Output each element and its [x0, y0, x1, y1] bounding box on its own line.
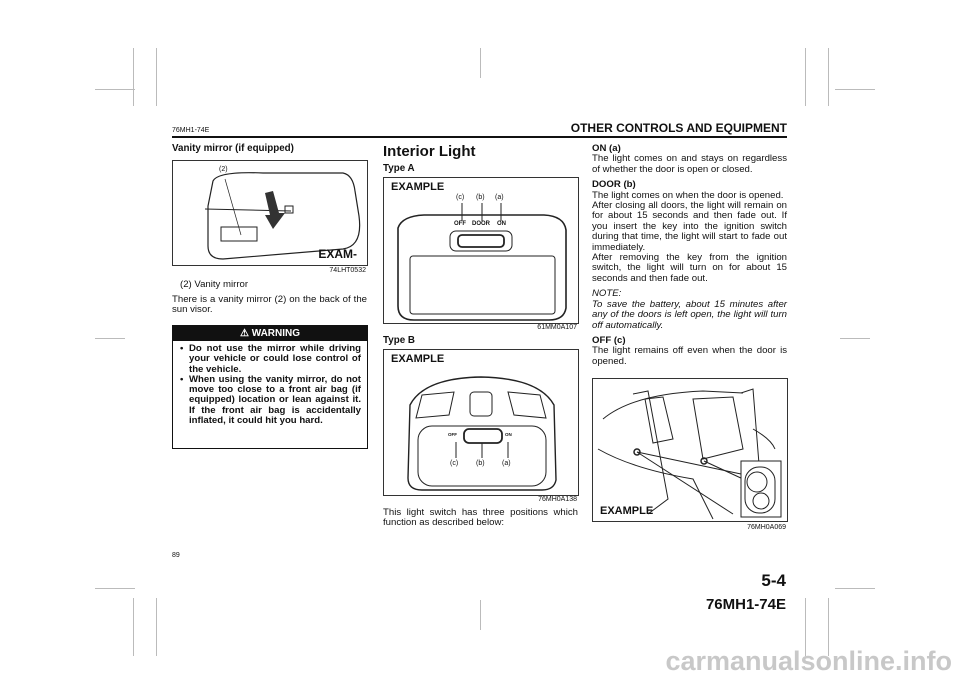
type-b-figure: EXAMPLE OFF ON (c) (b) (a) [383, 349, 579, 496]
door-text: After removing the key from the ignition… [592, 252, 787, 284]
watermark: carmanualsonline.info [665, 646, 952, 676]
warning-header: ⚠ WARNING [173, 326, 367, 341]
switch-descriptions: ON (a) The light comes on and stays on r… [592, 143, 787, 367]
switch-on-label: ON [497, 221, 506, 227]
note-title: NOTE: [592, 288, 622, 300]
off-text: The light remains off even when the door… [592, 345, 787, 367]
crop-mark [840, 338, 870, 339]
vanity-mirror-text: There is a vanity mirror (2) on the back… [172, 294, 367, 316]
crop-mark [480, 48, 481, 78]
header-rule [172, 136, 787, 138]
car-door-illustration [597, 388, 782, 520]
warning-title: WARNING [251, 328, 301, 339]
door-switch-figure: EXAMPLE [592, 378, 788, 522]
figure-code: 76MH0A138 [538, 496, 577, 503]
switch-positions-text: This light switch has three positions wh… [383, 507, 578, 529]
callout-b: (b) [476, 460, 485, 467]
figure-code: 76MH0A069 [747, 524, 786, 531]
door-text: After closing all doors, the light will … [592, 200, 787, 253]
crop-mark [828, 598, 829, 656]
doc-code: 76MH1-74E [172, 127, 210, 134]
example-label: EXAMPLE [600, 505, 654, 517]
callout-c: (c) [456, 194, 465, 201]
figure-code: 61MM0A107 [537, 324, 577, 331]
crop-mark [156, 48, 157, 106]
warning-triangle-icon: ⚠ [239, 328, 252, 339]
crop-mark [156, 598, 157, 656]
type-a-label: Type A [383, 163, 415, 174]
warning-box: ⚠ WARNING Do not use the mirror while dr… [172, 325, 368, 449]
crop-mark [480, 600, 481, 630]
section-page-number: 5-4 [761, 571, 786, 590]
callout-a: (a) [495, 194, 504, 201]
crop-mark [805, 48, 806, 106]
crop-mark [95, 338, 125, 339]
switch-off-label: OFF [448, 432, 457, 437]
callout-b: (b) [476, 194, 485, 201]
section-title: OTHER CONTROLS AND EQUIPMENT [570, 121, 787, 135]
on-text: The light comes on and stays on regardle… [592, 153, 787, 175]
interior-light-heading: Interior Light [383, 143, 476, 160]
example-label: EXAMPLE [391, 181, 445, 193]
page-number: 89 [172, 552, 180, 559]
switch-on-label: ON [505, 432, 512, 437]
vanity-mirror-heading: Vanity mirror (if equipped) [172, 143, 294, 154]
figure-legend: (2) Vanity mirror [180, 279, 249, 290]
mirror-callout: (2) [219, 166, 228, 173]
crop-mark [835, 588, 875, 589]
figure-code: 74LHT0532 [329, 267, 366, 274]
example-label: EXAMPLE [391, 353, 445, 365]
note-text: To save the battery, about 15 minutes af… [592, 298, 787, 331]
crop-mark [805, 598, 806, 656]
off-title: OFF (c) [592, 334, 626, 346]
crop-mark [835, 89, 875, 90]
crop-mark [95, 89, 135, 90]
door-title: DOOR (b) [592, 179, 636, 191]
door-text: The light comes on when the door is open… [592, 189, 784, 201]
callout-c: (c) [450, 460, 459, 467]
type-b-label: Type B [383, 335, 415, 346]
sun-visor-illustration [204, 172, 361, 260]
switch-off-label: OFF [454, 221, 466, 227]
type-b-light-illustration [407, 376, 557, 491]
warning-item: When using the vanity mirror, do not mov… [180, 374, 361, 426]
switch-door-label: DOOR [472, 221, 490, 227]
type-a-figure: EXAMPLE (c) (b) (a) OFF DOOR ON [383, 177, 579, 324]
vanity-mirror-figure: (2) EXAM- [172, 160, 368, 266]
crop-mark [133, 48, 134, 106]
crop-mark [133, 598, 134, 656]
crop-mark [828, 48, 829, 106]
model-code: 76MH1-74E [705, 596, 786, 613]
on-title: ON (a) [592, 143, 621, 154]
warning-item: Do not use the mirror while driving your… [180, 343, 361, 375]
crop-mark [95, 588, 135, 589]
type-a-light-illustration [397, 203, 567, 321]
example-label: EXAM- [318, 247, 357, 261]
callout-a: (a) [502, 460, 511, 467]
